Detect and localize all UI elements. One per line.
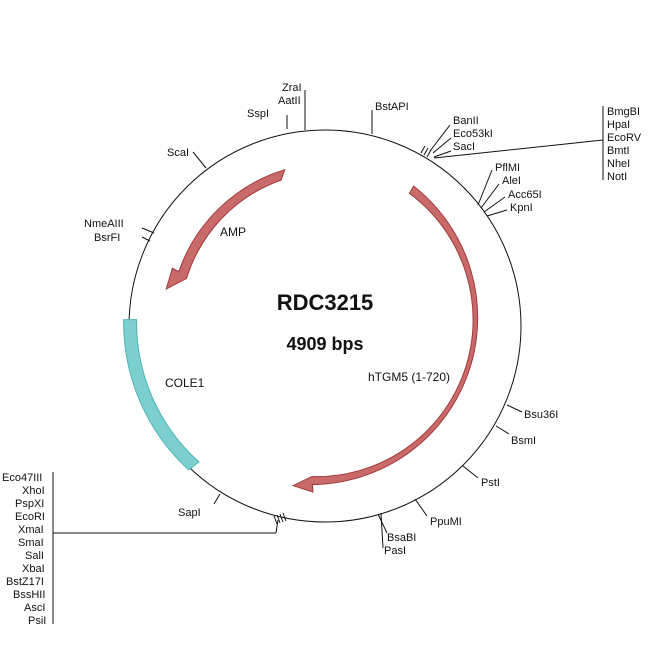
eco53ki-tick (432, 137, 452, 154)
site-kpni: KpnI (510, 202, 533, 214)
pasi-tick (380, 512, 384, 549)
site-banii: BanII (453, 115, 479, 127)
site-smai: SmaI (18, 537, 44, 549)
site-noti: NotI (607, 171, 627, 183)
site-zrai: ZraI (282, 82, 302, 94)
site-bstz17i: BstZ17I (6, 576, 44, 588)
cole1-feature (123, 319, 200, 471)
site-nhei: NheI (607, 158, 630, 170)
site-hpai: HpaI (607, 119, 630, 131)
site-psii: PsiI (28, 615, 46, 627)
bsmi-tick (495, 425, 510, 435)
site-bsrfi: BsrFI (94, 232, 120, 244)
site-aatii: AatII (278, 95, 301, 107)
site-xmai: XmaI (18, 524, 44, 536)
mcs-right-connector (433, 139, 604, 159)
bsrfi-tick (141, 236, 151, 242)
pflmi-tick (477, 169, 493, 206)
site-nmeaiii: NmeAIII (84, 218, 124, 230)
nmeaiii-tick (141, 227, 155, 234)
site-xbai: XbaI (22, 563, 45, 575)
site-eco47iii: Eco47III (2, 472, 42, 484)
site-asci: AscI (24, 602, 45, 614)
site-sapi: SapI (178, 507, 201, 519)
htgm5-arrow (291, 185, 479, 493)
amp-label: AMP (220, 225, 246, 239)
mcs-left-tick (275, 519, 279, 534)
site-ppumi: PpuMI (430, 516, 462, 528)
site-scai: ScaI (167, 147, 189, 159)
sapi-tick (213, 493, 221, 505)
site-bsabi: BsaBI (387, 532, 416, 544)
kpni-tick (486, 209, 508, 217)
site-bsshii: BssHII (13, 589, 45, 601)
bsabi-tick (377, 513, 388, 534)
amp-arrow (165, 168, 286, 290)
bsu36i-tick (506, 404, 523, 413)
site-xhoi: XhoI (22, 485, 45, 497)
site-bmgbi: BmgBI (607, 106, 640, 118)
site-pflmi: PflMI (495, 162, 520, 174)
banii-cluster-hatch (420, 145, 432, 158)
site-alei: AleI (502, 175, 521, 187)
site-sali: SalI (25, 550, 44, 562)
psti-tick (462, 465, 479, 479)
banii-tick (429, 124, 451, 152)
site-eco53ki: Eco53kI (453, 128, 493, 140)
saci-tick (433, 150, 452, 158)
site-pspxi: PspXI (15, 498, 44, 510)
site-ecori: EcoRI (15, 511, 45, 523)
alei-tick (480, 183, 500, 209)
scai-tick (192, 151, 207, 169)
htgm5-label: hTGM5 (1-720) (368, 370, 450, 384)
acc65i-tick (483, 196, 506, 213)
site-ecorv: EcoRV (607, 132, 642, 144)
cole1-label: COLE1 (165, 376, 205, 390)
site-bsmi: BsmI (511, 435, 536, 447)
plasmid-name: RDC3215 (277, 290, 374, 315)
site-saci: SacI (453, 141, 475, 153)
site-acc65i: Acc65I (508, 189, 542, 201)
site-pasi: PasI (384, 545, 406, 557)
site-psti: PstI (481, 477, 500, 489)
site-bsu36i: Bsu36I (524, 409, 558, 421)
site-bmti: BmtI (607, 145, 630, 157)
mcs-left-hatch (273, 512, 287, 525)
ppumi-tick (414, 498, 428, 517)
plasmid-size: 4909 bps (286, 334, 363, 354)
site-bstapi: BstAPI (375, 101, 409, 113)
site-sspi: SspI (247, 108, 269, 120)
